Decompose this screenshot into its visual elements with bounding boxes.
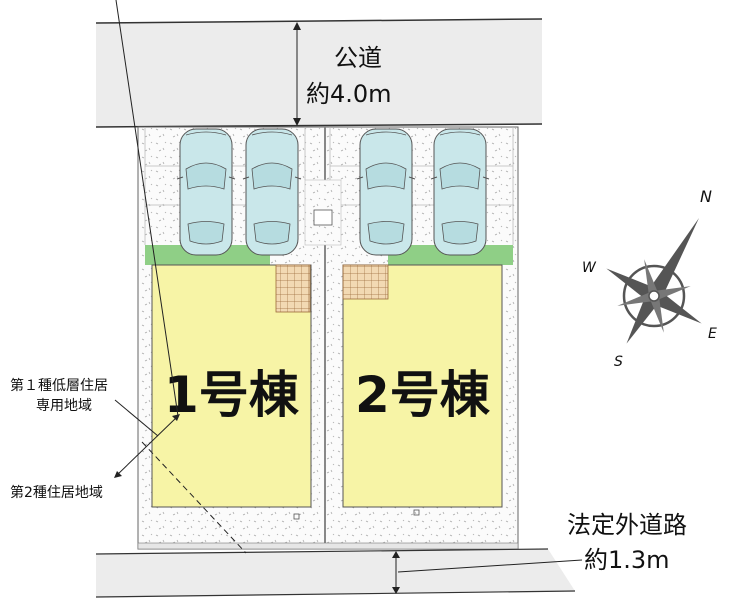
compass-s: S (614, 354, 623, 370)
zone-a-label-line2: 専用地域 (36, 398, 92, 414)
public-road-width: 約4.0m (306, 80, 392, 108)
private-road-width: 約1.3m (584, 546, 670, 574)
private-road-width-arrow (392, 551, 583, 594)
car-icon (430, 128, 490, 256)
building-2-label: 2号棟 (355, 366, 491, 424)
zone-b-label: 第2種住居地域 (10, 484, 103, 501)
private-road-label: 法定外道路 (567, 511, 687, 539)
compass-e: E (708, 326, 717, 342)
zone-a-label-line1: 第１種低層住居 (10, 377, 108, 394)
public-road-width-arrow (293, 22, 301, 126)
tile-approach-1 (275, 264, 311, 313)
car-icon (356, 128, 416, 256)
compass-w: W (582, 260, 597, 276)
compass-n: N (700, 187, 712, 206)
zoning-arrow (114, 0, 180, 478)
car-icon (242, 128, 302, 256)
tile-approach-2 (342, 264, 389, 300)
building-1-label: 1号棟 (164, 366, 300, 424)
public-road-label: 公道 (334, 44, 382, 72)
private-road (96, 549, 575, 597)
car-icon (176, 128, 236, 256)
meter-box (313, 209, 333, 226)
building-2 (342, 264, 503, 508)
zoning-boundary-line (141, 441, 247, 554)
public-road (96, 19, 542, 127)
compass-icon (606, 218, 702, 344)
